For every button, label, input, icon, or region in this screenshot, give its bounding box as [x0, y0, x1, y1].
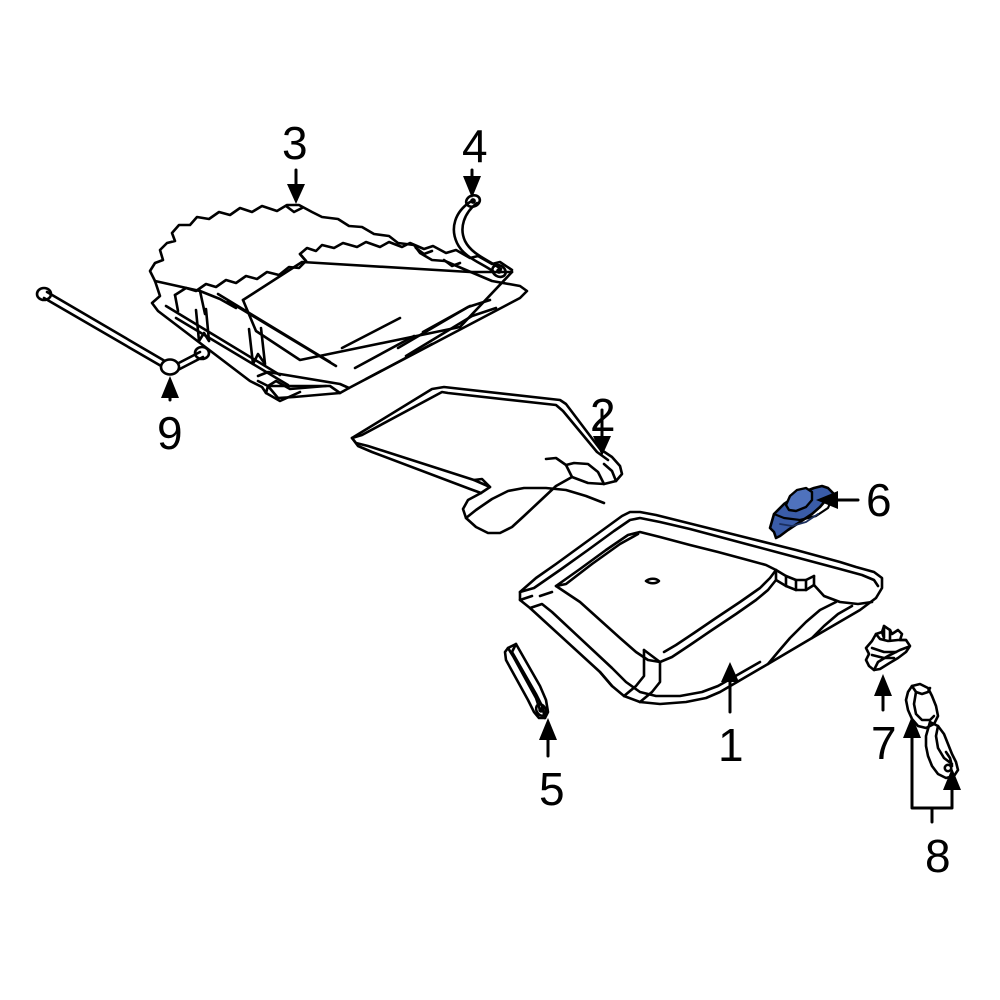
part-9-glove-box-hinge-rod-linkage[interactable] — [35, 286, 211, 376]
part-8-glove-box-lock-cylinder-and-key[interactable] — [904, 682, 960, 780]
part-3-glove-box-door-outer-panel[interactable] — [148, 203, 529, 403]
callout-number-7: 7 — [871, 717, 897, 769]
callout-number-6: 6 — [866, 474, 892, 526]
callout-leader-lines — [161, 168, 961, 824]
callout-number-1: 1 — [718, 719, 744, 771]
callout-number-5: 5 — [539, 763, 565, 815]
callout-number-8: 8 — [925, 830, 951, 882]
part-5-glove-box-damper-strut[interactable] — [503, 642, 550, 720]
callout-number-2: 2 — [590, 389, 616, 441]
part-4-glove-box-check-rod-link[interactable] — [452, 193, 508, 279]
callout-number-9: 9 — [157, 407, 183, 459]
part-6-glove-box-latch-striker[interactable] — [768, 484, 836, 540]
part-7-glove-box-retainer-clip[interactable] — [864, 624, 912, 672]
callout-number-4: 4 — [462, 120, 488, 172]
part-2-glove-box-door-insert-panel[interactable] — [350, 385, 624, 535]
part-1-glove-box-compartment-bin[interactable] — [518, 510, 884, 706]
callout-number-3: 3 — [282, 117, 308, 169]
